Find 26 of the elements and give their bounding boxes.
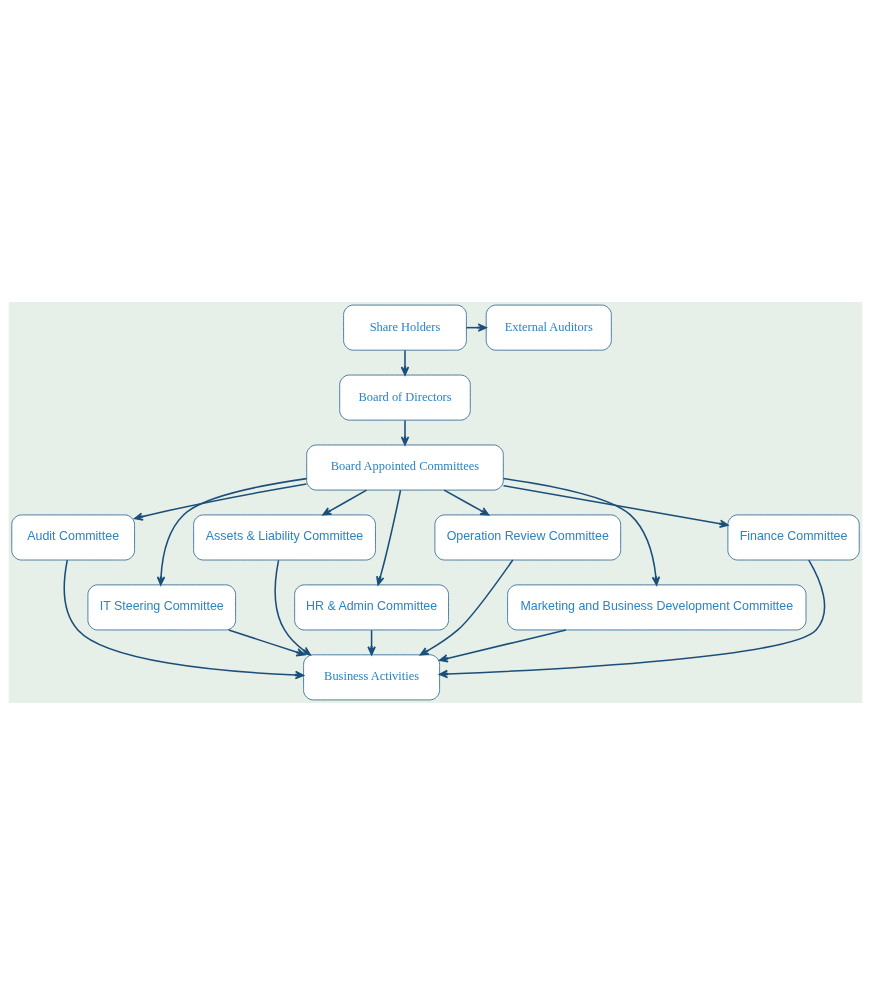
arrow bbox=[438, 629, 567, 663]
arrow bbox=[227, 629, 306, 657]
node-box: Share Holders bbox=[343, 304, 467, 351]
arrow bbox=[400, 349, 410, 376]
arrow bbox=[419, 559, 514, 656]
node-box: Business Activities bbox=[303, 654, 440, 701]
arrow bbox=[274, 559, 312, 656]
node-box: Finance Committee bbox=[727, 514, 860, 561]
node-box: External Auditors bbox=[485, 304, 612, 351]
node-box: IT Steering Committee bbox=[87, 584, 236, 631]
node-box: Marketing and Business Development Committee bbox=[507, 584, 807, 631]
arrow bbox=[376, 489, 402, 586]
arrow bbox=[133, 483, 308, 521]
node-box: Board Appointed Committees bbox=[306, 444, 504, 491]
arrow bbox=[322, 489, 368, 516]
node-box: Board of Directors bbox=[339, 374, 471, 421]
arrow bbox=[502, 484, 729, 528]
arrow bbox=[438, 559, 826, 679]
arrow bbox=[156, 477, 308, 586]
node-box: Assets & Liability Committee bbox=[193, 514, 376, 561]
arrow bbox=[400, 419, 410, 446]
node-box: Audit Committee bbox=[11, 514, 135, 561]
arrow bbox=[502, 477, 661, 586]
node-box: Operation Review Committee bbox=[434, 514, 622, 561]
node-box: HR & Admin Committee bbox=[294, 584, 449, 631]
arrow bbox=[443, 489, 490, 516]
